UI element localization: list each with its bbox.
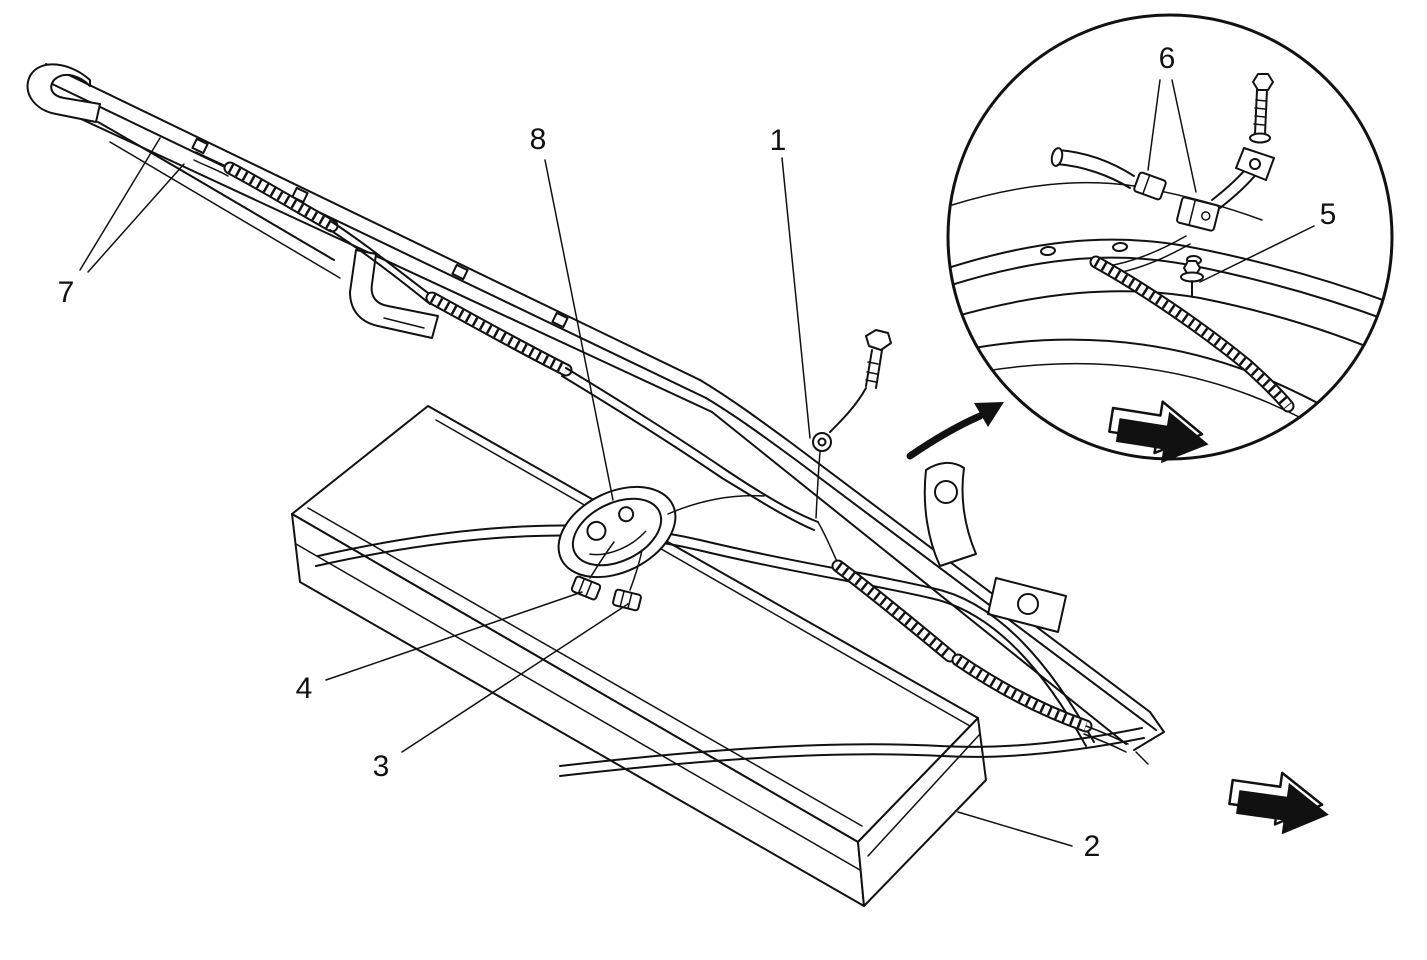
fuel-pump-module: [557, 485, 765, 579]
callout-5: 5: [1199, 198, 1337, 283]
frame-rail-rear: [699, 379, 1165, 765]
callout-4-leader: [325, 591, 583, 681]
harness-clip: [551, 311, 569, 329]
detail-stud-nut: [1180, 260, 1204, 297]
callout-8-label: 8: [530, 123, 547, 156]
body-mount-bracket: [923, 462, 977, 567]
callout-8: 8: [530, 123, 614, 501]
curved-arrow-icon: [906, 402, 1004, 460]
callout-6-label: 6: [1159, 42, 1176, 75]
callout-8-leader: [544, 159, 614, 501]
callout-3: 3: [373, 603, 629, 783]
harness-loom: [951, 653, 1093, 733]
inset-harness-loom: [1089, 255, 1295, 413]
inset-artwork: [948, 147, 1392, 459]
direction-arrow-icon: [1224, 764, 1335, 842]
fuel-lines: [315, 524, 1145, 777]
main-illustration: [26, 63, 1165, 907]
crossmember-bracket: [349, 249, 439, 339]
harness-loom: [425, 291, 573, 377]
harness-loom: [223, 161, 339, 233]
callout-6-leader: [1171, 79, 1197, 193]
callout-1: 1: [770, 124, 811, 439]
detail-sensor: [1176, 147, 1275, 232]
callout-3-label: 3: [373, 750, 390, 783]
fuel-pump-connector-2: [612, 588, 642, 612]
callout-6-leader: [1147, 79, 1161, 171]
harness-loom: [831, 559, 957, 663]
callout-1-label: 1: [770, 124, 787, 157]
callout-7-leader: [87, 163, 185, 273]
chassis-harness-rear: [817, 521, 1129, 753]
tow-bracket: [987, 577, 1067, 633]
callout-4: 4: [296, 591, 583, 705]
detail-connector: [1133, 171, 1167, 201]
callout-2-label: 2: [1084, 830, 1101, 863]
sensor-bracket-tab: [1235, 147, 1275, 181]
ground-strap-bolt: [812, 329, 892, 519]
callouts: 7 8 1 2 3 4 5 6: [58, 42, 1337, 863]
fuel-tank: [291, 405, 987, 907]
callout-2-leader: [957, 811, 1073, 847]
callout-7: 7: [58, 137, 185, 309]
callout-7-leader: [79, 137, 161, 271]
strap-eyelet: [812, 432, 832, 452]
callout-3-leader: [401, 603, 629, 753]
harness-clip: [191, 137, 209, 155]
callout-5-label: 5: [1320, 198, 1337, 231]
spring-hanger-bracket: [26, 63, 101, 123]
callout-7-label: 7: [58, 276, 75, 309]
frame-rail-front: [26, 63, 713, 413]
detail-hose: [1050, 147, 1135, 189]
inset-circle: [946, 13, 1394, 461]
detail-bolt: [1249, 73, 1274, 144]
callout-5-leader: [1199, 225, 1315, 283]
callout-4-label: 4: [296, 672, 313, 705]
chassis-harness-front: [193, 151, 819, 531]
callout-2: 2: [957, 811, 1101, 863]
harness-clip: [451, 263, 469, 281]
callout-6: 6: [1147, 42, 1197, 193]
detail-inset: [946, 13, 1394, 472]
bolt-head: [865, 329, 892, 351]
callout-1-leader: [781, 157, 811, 439]
